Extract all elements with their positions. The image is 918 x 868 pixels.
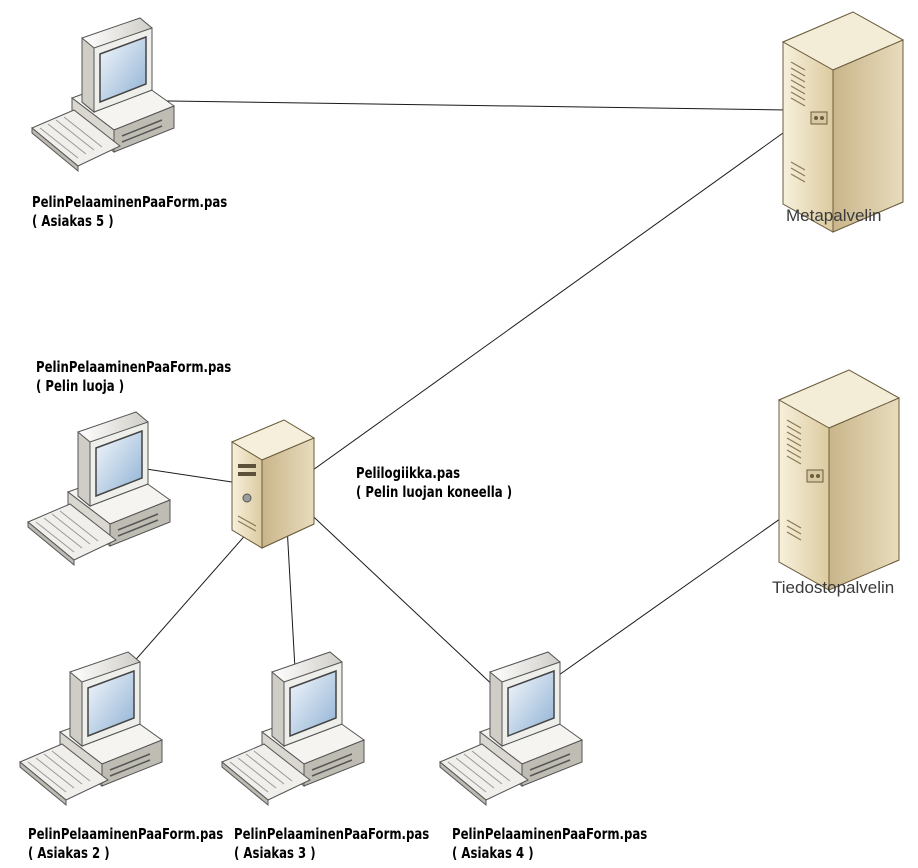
client3-role: ( Asiakas 3 ) <box>234 844 316 862</box>
gamelogic-filename: Pelilogiikka.pas <box>356 464 461 482</box>
desktop-computer-icon <box>27 411 171 566</box>
desktop-computer-icon <box>221 651 365 806</box>
client2-role: ( Asiakas 2 ) <box>28 844 110 862</box>
metaserver-name: Metapalvelin <box>786 206 882 225</box>
line-client5-metaserver <box>99 99 789 111</box>
tower-server-icon <box>778 369 900 591</box>
client4-label: PelinPelaaminenPaaForm.pas ( Asiakas 4 ) <box>452 825 702 863</box>
client3-label: PelinPelaaminenPaaForm.pas ( Asiakas 3 ) <box>234 825 484 863</box>
line-gamelogic-client4 <box>284 489 516 707</box>
tower-server-icon <box>782 11 904 233</box>
desktop-computer-icon <box>439 651 583 806</box>
gamelogic-role: ( Pelin luojan koneella ) <box>356 483 513 501</box>
desktop-computer-icon <box>31 17 175 172</box>
desktop-computer-icon <box>19 651 163 806</box>
connection-lines <box>94 99 839 707</box>
client5-filename: PelinPelaaminenPaaForm.pas <box>32 193 228 211</box>
small-server-icon <box>231 419 315 549</box>
creator-role: ( Pelin luoja ) <box>36 377 125 395</box>
client4-role: ( Asiakas 4 ) <box>452 844 534 862</box>
client4-filename: PelinPelaaminenPaaForm.pas <box>452 825 648 843</box>
creator-filename: PelinPelaaminenPaaForm.pas <box>36 358 232 376</box>
client3-filename: PelinPelaaminenPaaForm.pas <box>234 825 430 843</box>
metaserver-label: Metapalvelin <box>786 206 881 226</box>
client5-label: PelinPelaaminenPaaForm.pas ( Asiakas 5 ) <box>32 193 282 231</box>
client2-label: PelinPelaaminenPaaForm.pas ( Asiakas 2 ) <box>28 825 278 863</box>
client2-filename: PelinPelaaminenPaaForm.pas <box>28 825 224 843</box>
line-gamelogic-metaserver <box>284 127 791 491</box>
client5-role: ( Asiakas 5 ) <box>32 212 114 230</box>
creator-label: PelinPelaaminenPaaForm.pas ( Pelin luoja… <box>36 358 286 396</box>
fileserver-name: Tiedostopalvelin <box>772 578 895 597</box>
gamelogic-label: Pelilogiikka.pas ( Pelin luojan koneella… <box>356 464 556 502</box>
fileserver-label: Tiedostopalvelin <box>772 578 894 598</box>
